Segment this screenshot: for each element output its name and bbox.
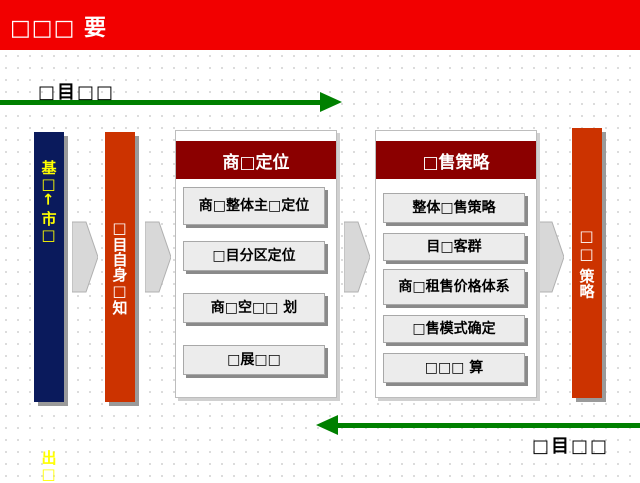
title-bar: □□□ 要 xyxy=(0,0,640,50)
positioning-item: □目分区定位 xyxy=(183,241,325,271)
strategy-bar: □□ 策略 xyxy=(572,128,602,398)
page-title: □□□ 要 xyxy=(10,16,108,41)
positioning-item: 商□整体主□定位 xyxy=(183,187,325,225)
sales-strategy-item: 商□租售价格体系 xyxy=(383,269,525,305)
sales-strategy-item: 整体□售策略 xyxy=(383,193,525,223)
positioning-panel: 商□定位 商□整体主□定位 □目分区定位 商□空□□ 划 □展□□ xyxy=(175,130,337,398)
sales-strategy-item: 目□客群 xyxy=(383,233,525,261)
chevron-right-icon xyxy=(72,221,98,293)
top-flow-label: □目□□ xyxy=(38,82,116,103)
positioning-item: □展□□ xyxy=(183,345,325,375)
positioning-panel-title: 商□定位 xyxy=(176,141,336,179)
chevron-right-icon xyxy=(344,221,370,293)
bottom-arrow-shaft xyxy=(338,423,640,428)
positioning-item: 商□空□□ 划 xyxy=(183,293,325,323)
market-bar-label-bottom: 出□ xyxy=(39,450,58,483)
strategy-bar-label: □□ 策略 xyxy=(577,227,596,299)
market-bar-label-top: 基□← 市□ xyxy=(39,160,58,244)
self-awareness-label: □目自身□知 xyxy=(110,219,129,315)
top-arrow-head-icon xyxy=(320,92,342,112)
bottom-arrow-head-icon xyxy=(316,415,338,435)
sales-strategy-panel-title: □售策略 xyxy=(376,141,536,179)
top-arrow-shaft xyxy=(0,100,322,105)
chevron-right-icon xyxy=(538,221,564,293)
self-awareness-bar: □目自身□知 xyxy=(105,132,135,402)
bottom-flow-label: □目□□ xyxy=(532,436,610,457)
sales-strategy-panel: □售策略 整体□售策略 目□客群 商□租售价格体系 □售模式确定 □□□ 算 xyxy=(375,130,537,398)
chevron-right-icon xyxy=(145,221,171,293)
sales-strategy-item: □□□ 算 xyxy=(383,353,525,383)
sales-strategy-item: □售模式确定 xyxy=(383,315,525,343)
market-bar: 基□← 市□ 出□ xyxy=(34,132,64,483)
